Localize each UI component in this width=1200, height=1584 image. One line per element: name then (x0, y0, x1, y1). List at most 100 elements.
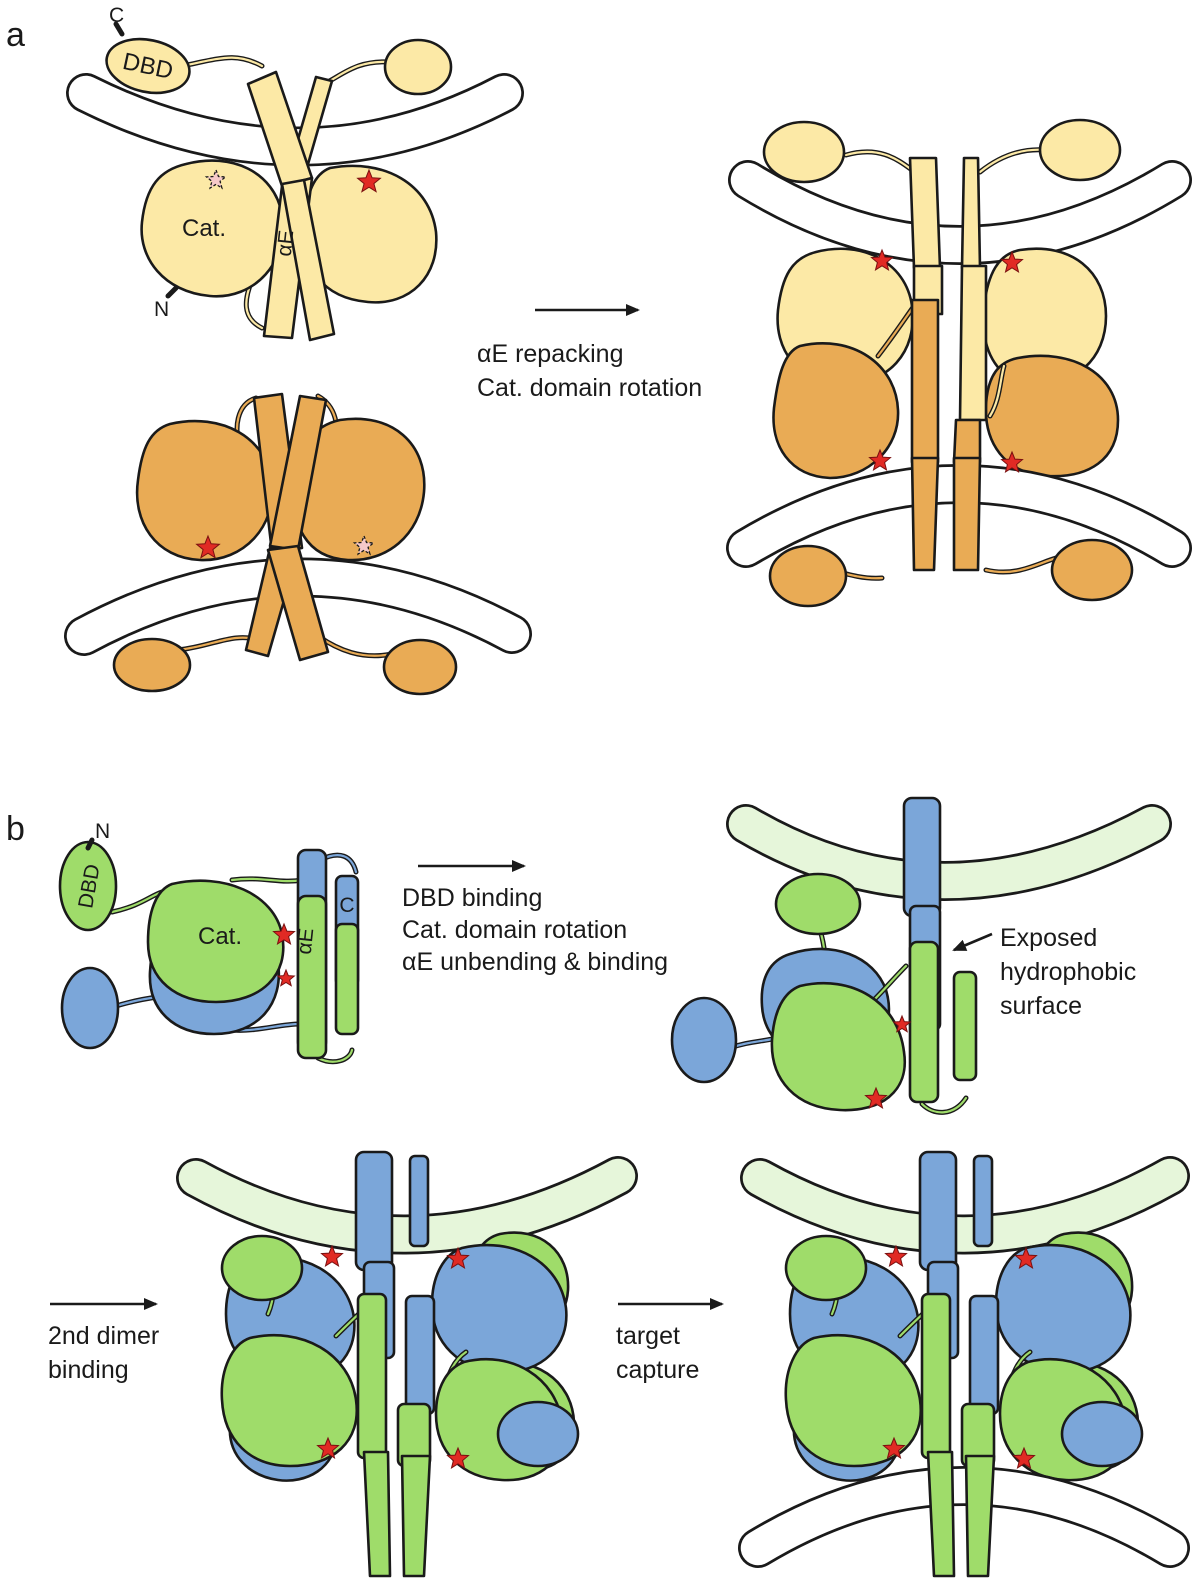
dna-binding-domain (58, 840, 118, 932)
dna-binding-domain (762, 120, 846, 184)
transition2-line1: 2nd dimer (48, 1322, 159, 1350)
catalytic-domain (772, 342, 900, 480)
active-site-star (356, 168, 382, 193)
alpha-e-helix (926, 1450, 956, 1578)
active-site-star (882, 1436, 906, 1459)
alpha-e-helix (968, 1294, 1000, 1416)
dna-duplex (176, 1156, 638, 1255)
catalytic-domain (140, 159, 285, 298)
active-site-star (446, 1246, 470, 1269)
active-site-star (320, 1244, 344, 1267)
alpha-e-helix (280, 178, 336, 342)
catalytic-domain (984, 354, 1120, 478)
dna-binding-domain (112, 637, 192, 693)
n-terminus-label: N (154, 298, 169, 321)
alpha-e-helix (920, 1292, 952, 1460)
alpha-e-helix (952, 970, 978, 1082)
dna-duplex (726, 804, 1172, 901)
alpha-e-helix (356, 1292, 388, 1460)
alpha-e-helix (334, 922, 360, 1036)
annotation-line3: surface (1000, 992, 1082, 1020)
dna-binding-domain (1050, 538, 1134, 602)
catalytic-domain (146, 879, 285, 1004)
active-site-star (276, 968, 296, 987)
dna-binding-domain (105, 37, 191, 95)
dna-binding-domain (496, 1400, 580, 1468)
catalytic-domain (220, 1333, 359, 1468)
dna-duplex (740, 1156, 1190, 1255)
surface-pointer-arrow (952, 932, 993, 952)
alpha-e-helix (952, 418, 982, 464)
panel-a-orange-dimer (64, 392, 532, 696)
dna-binding-domain (60, 966, 120, 1050)
active-site-star (892, 1014, 912, 1033)
panel-a-tetramer (726, 118, 1192, 608)
alpha-e-helix (910, 298, 940, 464)
active-site-star (1014, 1246, 1038, 1269)
active-site-star (195, 534, 221, 559)
c-terminus-label: C (339, 894, 354, 917)
dna-binding-domain (670, 996, 738, 1084)
active-site-star (870, 248, 894, 271)
n-terminus-label: N (95, 820, 110, 843)
active-site-star (316, 1436, 340, 1459)
alpha-e-helix (296, 894, 328, 1060)
alpha-e-helix (918, 1150, 958, 1272)
alpha-e-helix (908, 940, 940, 1104)
dna-binding-domain (220, 1234, 304, 1302)
transition-text-line2: Cat. domain rotation (402, 916, 627, 944)
active-site-star (1000, 450, 1024, 473)
panel-a-yellow-dimer: C DBD N Cat. αE (66, 4, 524, 342)
dna-binding-domain (383, 38, 453, 96)
transition2-line2: binding (48, 1356, 129, 1384)
alpha-e-helix (354, 1150, 394, 1272)
active-site-star (864, 1086, 888, 1109)
dna-binding-domain (768, 544, 848, 608)
alpha-e-helix (960, 156, 982, 270)
active-site-star (1000, 250, 1024, 273)
inactive-site-star (204, 168, 228, 190)
annotation-line1: Exposed (1000, 924, 1097, 952)
dna-binding-domain (382, 638, 458, 696)
transition3-line1: target (616, 1322, 680, 1350)
alpha-e-helix (408, 1154, 430, 1248)
active-site-star (1012, 1446, 1036, 1469)
transition-text-line1: αE repacking (477, 340, 623, 368)
alpha-e-helix (958, 264, 988, 422)
transition-text-line1: DBD binding (402, 884, 542, 912)
active-site-star (272, 922, 296, 945)
cat-domain-label: Cat. (198, 923, 242, 950)
alpha-e-label: αE (273, 229, 299, 257)
alpha-e-helix (910, 456, 940, 572)
transition3-line2: capture (616, 1356, 699, 1384)
panel-b-dna-bound-dimer (670, 796, 1172, 1115)
alpha-e-helix (266, 544, 330, 662)
panel-b-label: b (6, 810, 25, 848)
panel-b-dimer: N DBD Cat. αE C (58, 820, 360, 1065)
alpha-e-helix (902, 796, 942, 918)
active-site-star (868, 448, 892, 471)
panel-a-label: a (6, 16, 25, 54)
alpha-e-helix (972, 1154, 994, 1248)
c-terminus-label: C (109, 4, 124, 27)
dna-binding-domain (1038, 118, 1122, 182)
alpha-e-helix (964, 1454, 996, 1578)
catalytic-domain (135, 419, 274, 562)
inactive-site-star (352, 534, 376, 556)
panel-b-tetramer (176, 1150, 638, 1578)
active-site-star (884, 1244, 908, 1267)
transition-text-line2: Cat. domain rotation (477, 374, 702, 402)
alpha-e-helix (908, 156, 942, 270)
catalytic-domain (784, 1333, 923, 1468)
panel-b-target-captured-tetramer (738, 1150, 1190, 1578)
alpha-e-label: αE (293, 927, 319, 955)
alpha-e-helix (400, 1454, 432, 1578)
alpha-e-helix (404, 1294, 436, 1416)
alpha-e-helix (952, 456, 982, 572)
dna-duplex (738, 1466, 1190, 1568)
cat-domain-label: Cat. (182, 215, 226, 242)
dna-duplex (728, 160, 1192, 265)
annotation-line2: hydrophobic (1000, 958, 1136, 986)
dna-binding-domain (774, 872, 862, 936)
